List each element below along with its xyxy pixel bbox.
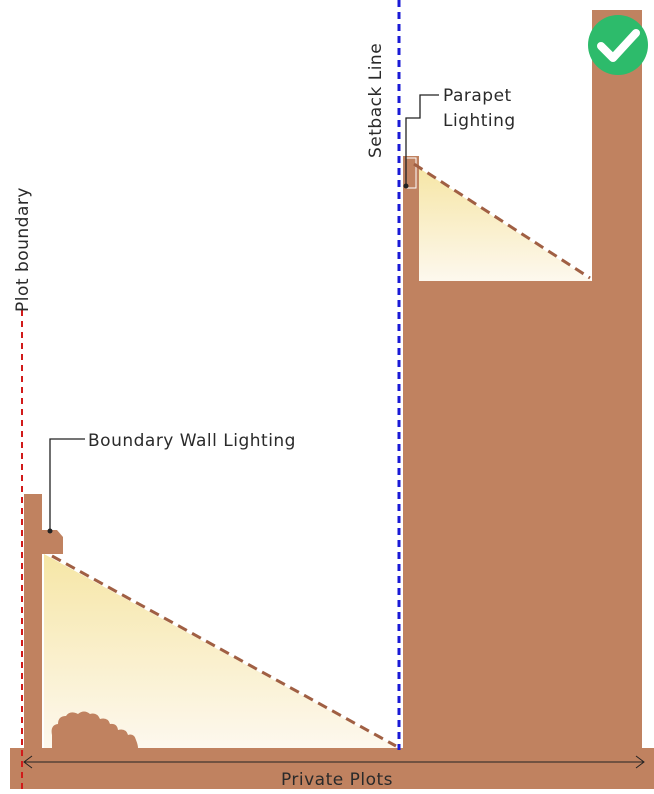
parapet-lighting-label-line1: Parapet: [443, 86, 512, 106]
shrub-icon: [51, 711, 138, 748]
parapet-beam-edge: [413, 162, 591, 280]
parapet-light-fixture: [405, 157, 417, 189]
boundary-beam-edge: [51, 554, 397, 748]
ground-strip: [10, 748, 654, 789]
boundary-wall-lighting-label: Boundary Wall Lighting: [88, 431, 296, 451]
plot-boundary-label: Plot boundary: [13, 187, 33, 312]
parapet-leader-line: [405, 94, 439, 186]
boundary-leader-line: [49, 438, 85, 530]
boundary-wall: [24, 494, 63, 750]
check-badge-icon: [588, 15, 648, 75]
parapet-leader-dot: [403, 183, 409, 189]
private-plots-dimension: [23, 755, 645, 769]
setback-line-label: Setback Line: [366, 43, 386, 158]
boundary-leader-dot: [47, 528, 53, 534]
building-mass: [403, 10, 642, 748]
parapet-lighting-label-line2: Lighting: [443, 111, 516, 131]
private-plots-label: Private Plots: [281, 770, 393, 789]
